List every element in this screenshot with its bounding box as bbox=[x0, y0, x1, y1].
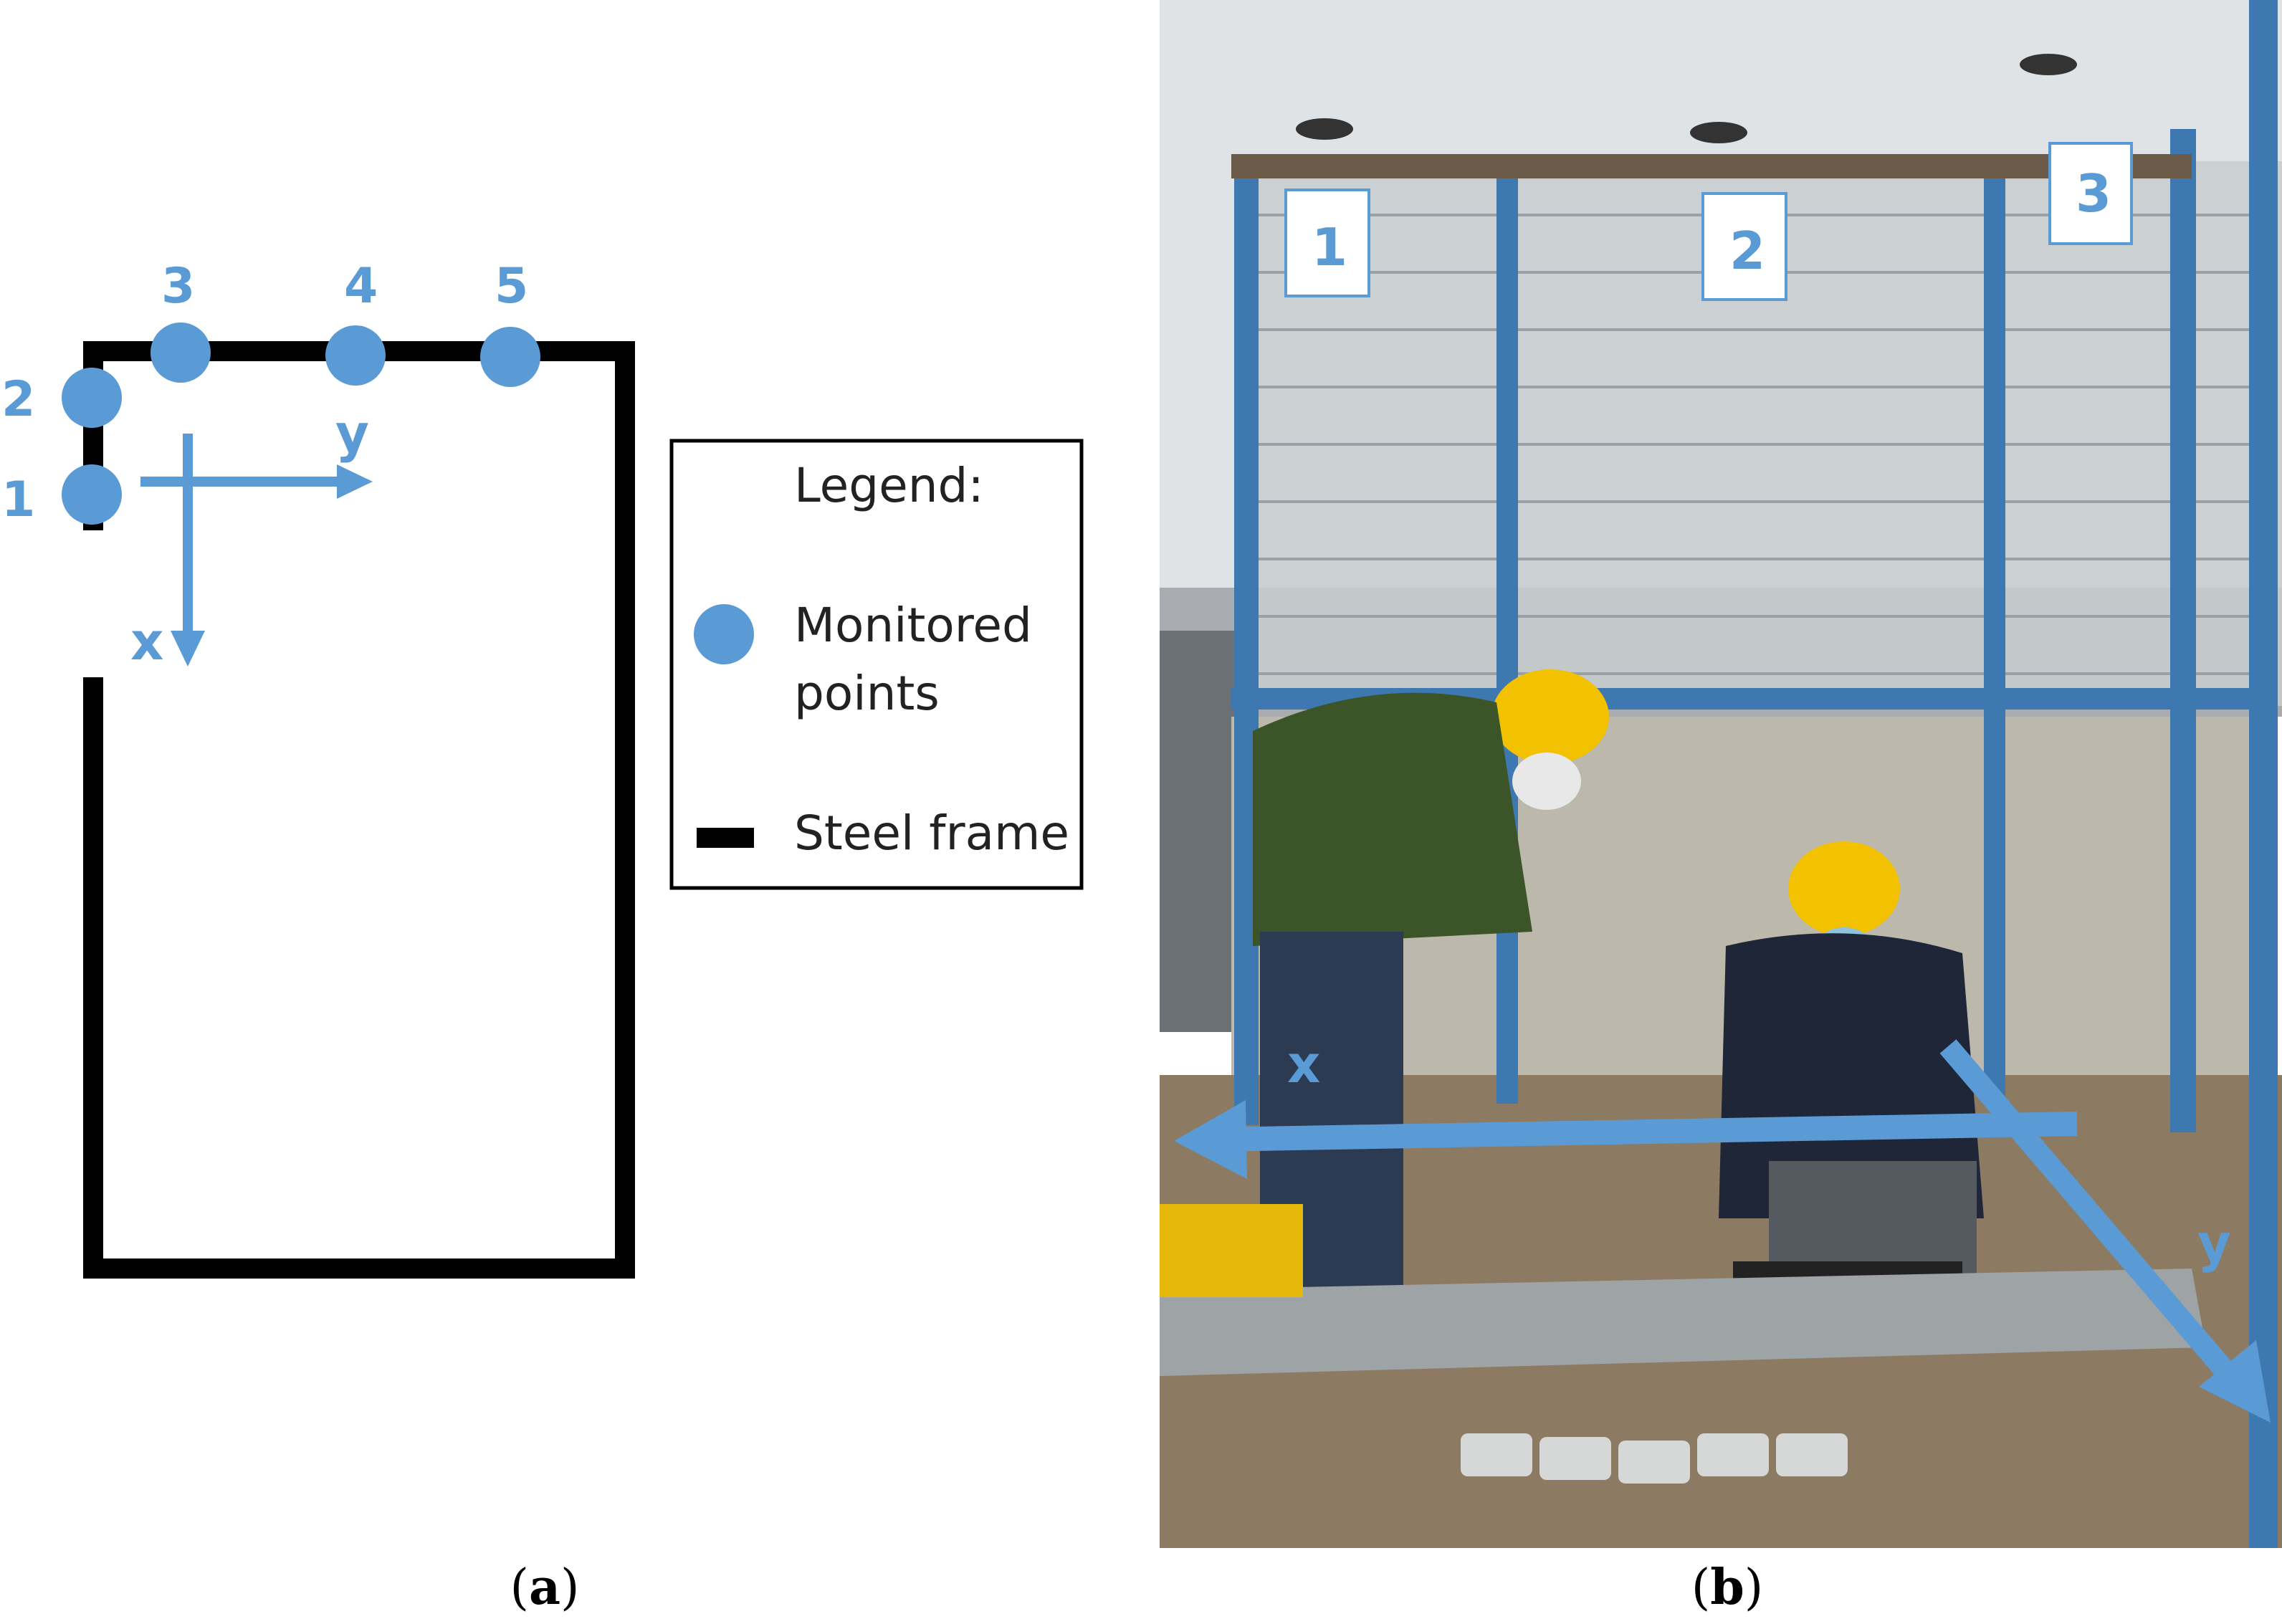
legend-monitored-point-marker bbox=[694, 604, 754, 664]
legend-steel-frame: Steel frame bbox=[794, 806, 1069, 861]
point-label-1: 1 bbox=[1, 472, 35, 528]
receivers-on-floor bbox=[1461, 1433, 1848, 1484]
antenna-3 bbox=[2020, 54, 2077, 75]
marker-box-1 bbox=[1284, 188, 1370, 297]
monitored-point-3 bbox=[151, 323, 211, 383]
legend-monitored-line2: points bbox=[794, 666, 940, 721]
yellow-case bbox=[1160, 1204, 1303, 1297]
left-building bbox=[1160, 631, 1238, 1032]
caption-a: (a) bbox=[510, 1559, 580, 1616]
photo-x-axis-label: x bbox=[1287, 1034, 1320, 1094]
point-label-4: 4 bbox=[344, 258, 378, 315]
point-label-3: 3 bbox=[161, 258, 195, 315]
caption-a-letter: a bbox=[528, 1559, 561, 1616]
x-axis-label: x bbox=[130, 611, 163, 672]
x-axis-arrowhead bbox=[171, 631, 205, 667]
legend-steel-frame-marker bbox=[697, 828, 754, 848]
y-axis-label: y bbox=[335, 403, 369, 464]
photo-x-axis-shaft bbox=[1216, 1112, 2078, 1152]
legend-title: Legend: bbox=[794, 458, 984, 513]
photo-y-axis-arrowhead bbox=[2199, 1340, 2271, 1423]
y-axis-arrowhead bbox=[337, 464, 373, 499]
rooftop-photo: 1 2 3 x y bbox=[1160, 0, 2282, 1548]
marker-box-3 bbox=[2048, 142, 2133, 245]
point-label-2: 2 bbox=[1, 371, 35, 428]
marker-box-2 bbox=[1701, 192, 1787, 301]
marker-label-2: 2 bbox=[1729, 221, 1765, 281]
monitored-point-2 bbox=[62, 368, 122, 428]
marker-label-1: 1 bbox=[1312, 217, 1347, 277]
monitored-point-1 bbox=[62, 464, 122, 525]
person-crouching bbox=[1719, 841, 1984, 1218]
legend-box bbox=[669, 439, 1084, 890]
caption-b: (b) bbox=[1691, 1559, 1764, 1616]
frame-schematic-diagram: 1 2 3 4 5 y x Legend: Monitored points S… bbox=[1, 258, 1084, 1279]
floor-steel-beam bbox=[1160, 1269, 2206, 1376]
monitored-point-5 bbox=[480, 327, 540, 387]
photo-y-axis-label: y bbox=[2197, 1213, 2231, 1274]
monitored-point-4 bbox=[325, 325, 386, 386]
photo-x-axis-arrowhead bbox=[1174, 1100, 1247, 1179]
antenna-1 bbox=[1296, 118, 1353, 140]
steel-frame-outline bbox=[83, 341, 635, 1279]
caption-b-letter: b bbox=[1710, 1559, 1744, 1616]
antenna-2 bbox=[1690, 122, 1747, 143]
legend-monitored-line1: Monitored bbox=[794, 598, 1032, 653]
point-label-5: 5 bbox=[495, 258, 528, 315]
photo-y-axis-shaft bbox=[1939, 1039, 2250, 1398]
marker-label-3: 3 bbox=[2076, 163, 2111, 224]
